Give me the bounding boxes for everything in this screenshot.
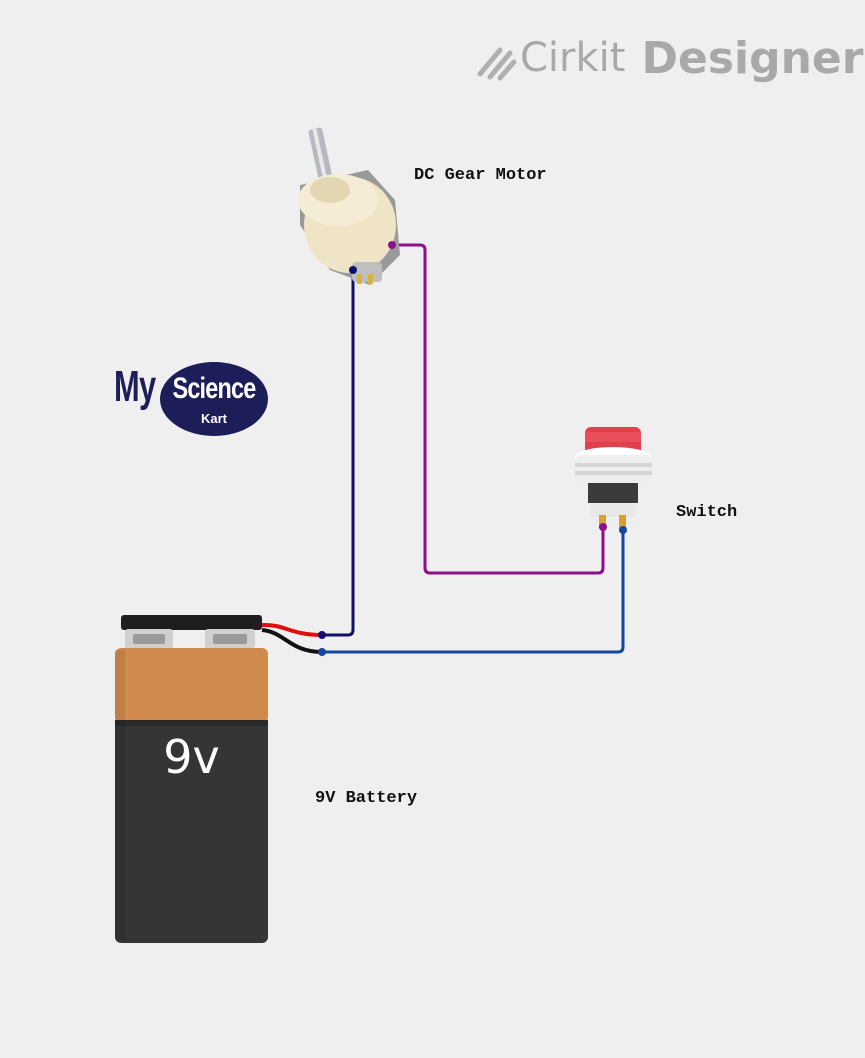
battery-terminal-negative[interactable] — [318, 648, 326, 656]
battery-marking: 9v — [163, 730, 220, 784]
logo-word-kart: Kart — [200, 411, 227, 426]
brand-word-designer: Designer — [641, 32, 864, 84]
switch-label: Switch — [676, 503, 738, 522]
wire-motor-to-battery[interactable] — [322, 270, 355, 637]
myscience-kart-logo: My Science Kart — [112, 360, 272, 440]
cirkit-designer-brand: Cirkit Designer — [476, 28, 863, 88]
logo-word-science: Science — [172, 372, 256, 405]
battery-label: 9V Battery — [315, 789, 418, 808]
switch-terminal-1[interactable] — [599, 523, 607, 531]
logo-oval — [160, 362, 268, 436]
motor-terminal-2[interactable] — [349, 266, 357, 274]
cirkit-logo-icon — [477, 47, 517, 81]
logo-word-my: My — [114, 362, 156, 411]
battery-lead-black — [261, 628, 323, 654]
switch-terminal-2[interactable] — [619, 526, 627, 534]
brand-word-cirkit: Cirkit — [520, 35, 626, 81]
wire-motor-to-switch[interactable] — [392, 243, 605, 575]
wire-switch-to-battery[interactable] — [322, 530, 625, 654]
motor-terminal-1[interactable] — [388, 241, 396, 249]
battery-lead-red — [261, 622, 323, 637]
battery[interactable] — [115, 615, 268, 943]
push-switch[interactable] — [575, 427, 652, 528]
dc-gear-motor[interactable] — [298, 127, 400, 285]
motor-label: DC Gear Motor — [414, 166, 547, 185]
battery-terminal-positive[interactable] — [318, 631, 326, 639]
